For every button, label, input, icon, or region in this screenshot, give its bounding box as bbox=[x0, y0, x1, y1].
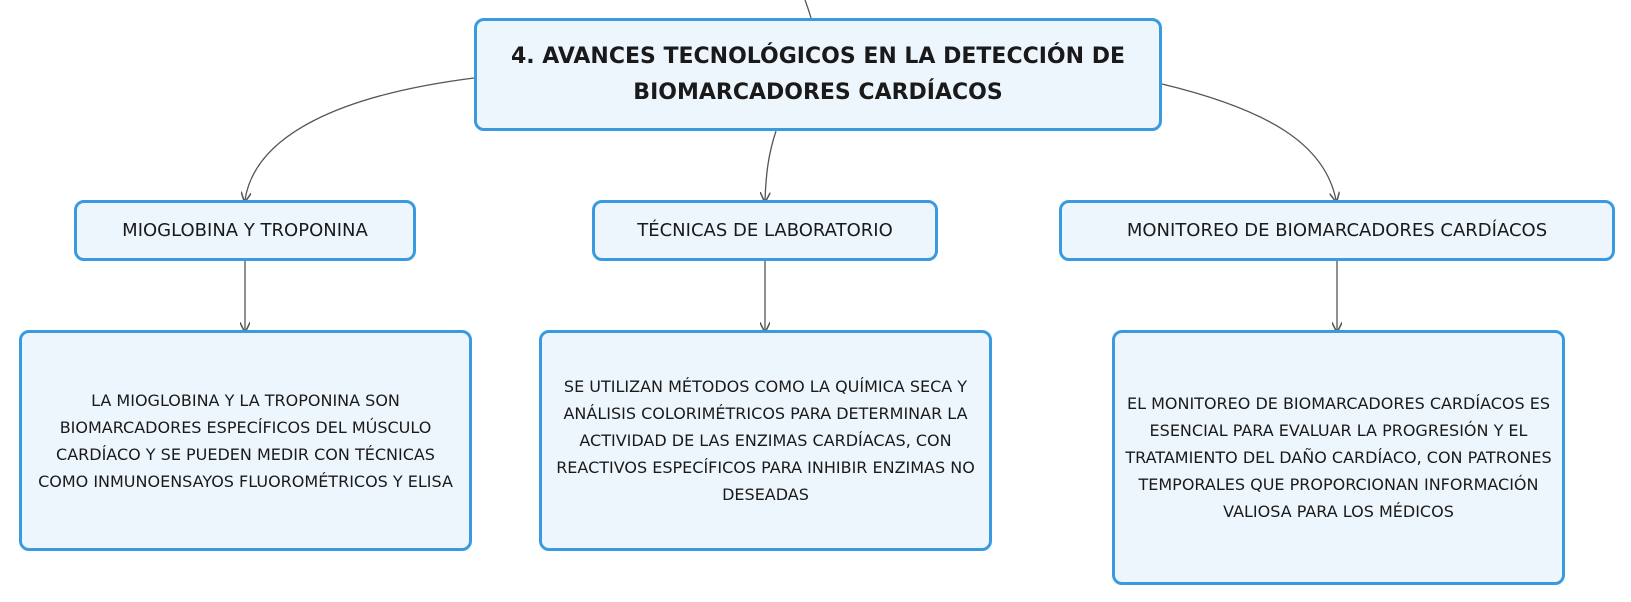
branch-node-monitoreo-biomarcadores[interactable]: MONITOREO DE BIOMARCADORES CARDÍACOS bbox=[1059, 200, 1615, 261]
branch-node-tecnicas-laboratorio[interactable]: TÉCNICAS DE LABORATORIO bbox=[592, 200, 938, 261]
branch-label: MIOGLOBINA Y TROPONINA bbox=[122, 220, 368, 241]
detail-node-monitoreo-biomarcadores[interactable]: EL MONITOREO DE BIOMARCADORES CARDÍACOS … bbox=[1112, 330, 1565, 585]
branch-node-mioglobina-troponina[interactable]: MIOGLOBINA Y TROPONINA bbox=[74, 200, 416, 261]
detail-text: EL MONITOREO DE BIOMARCADORES CARDÍACOS … bbox=[1125, 394, 1552, 521]
detail-text: LA MIOGLOBINA Y LA TROPONINA SON BIOMARC… bbox=[38, 390, 453, 491]
root-topic-node[interactable]: 4. AVANCES TECNOLÓGICOS EN LA DETECCIÓN … bbox=[474, 18, 1162, 131]
detail-node-mioglobina-troponina[interactable]: LA MIOGLOBINA Y LA TROPONINA SON BIOMARC… bbox=[19, 330, 472, 551]
connector-parent-to-root bbox=[804, 0, 812, 19]
branch-label: TÉCNICAS DE LABORATORIO bbox=[637, 220, 893, 241]
detail-text: SE UTILIZAN MÉTODOS COMO LA QUÍMICA SECA… bbox=[556, 377, 975, 504]
root-topic-title: 4. AVANCES TECNOLÓGICOS EN LA DETECCIÓN … bbox=[510, 43, 1125, 105]
branch-label: MONITOREO DE BIOMARCADORES CARDÍACOS bbox=[1126, 220, 1548, 241]
connector-root-to-branch-1 bbox=[245, 77, 475, 200]
connector-root-to-branch-2 bbox=[765, 130, 777, 200]
detail-node-tecnicas-laboratorio[interactable]: SE UTILIZAN MÉTODOS COMO LA QUÍMICA SECA… bbox=[539, 330, 992, 551]
connector-root-to-branch-3 bbox=[1161, 83, 1336, 200]
